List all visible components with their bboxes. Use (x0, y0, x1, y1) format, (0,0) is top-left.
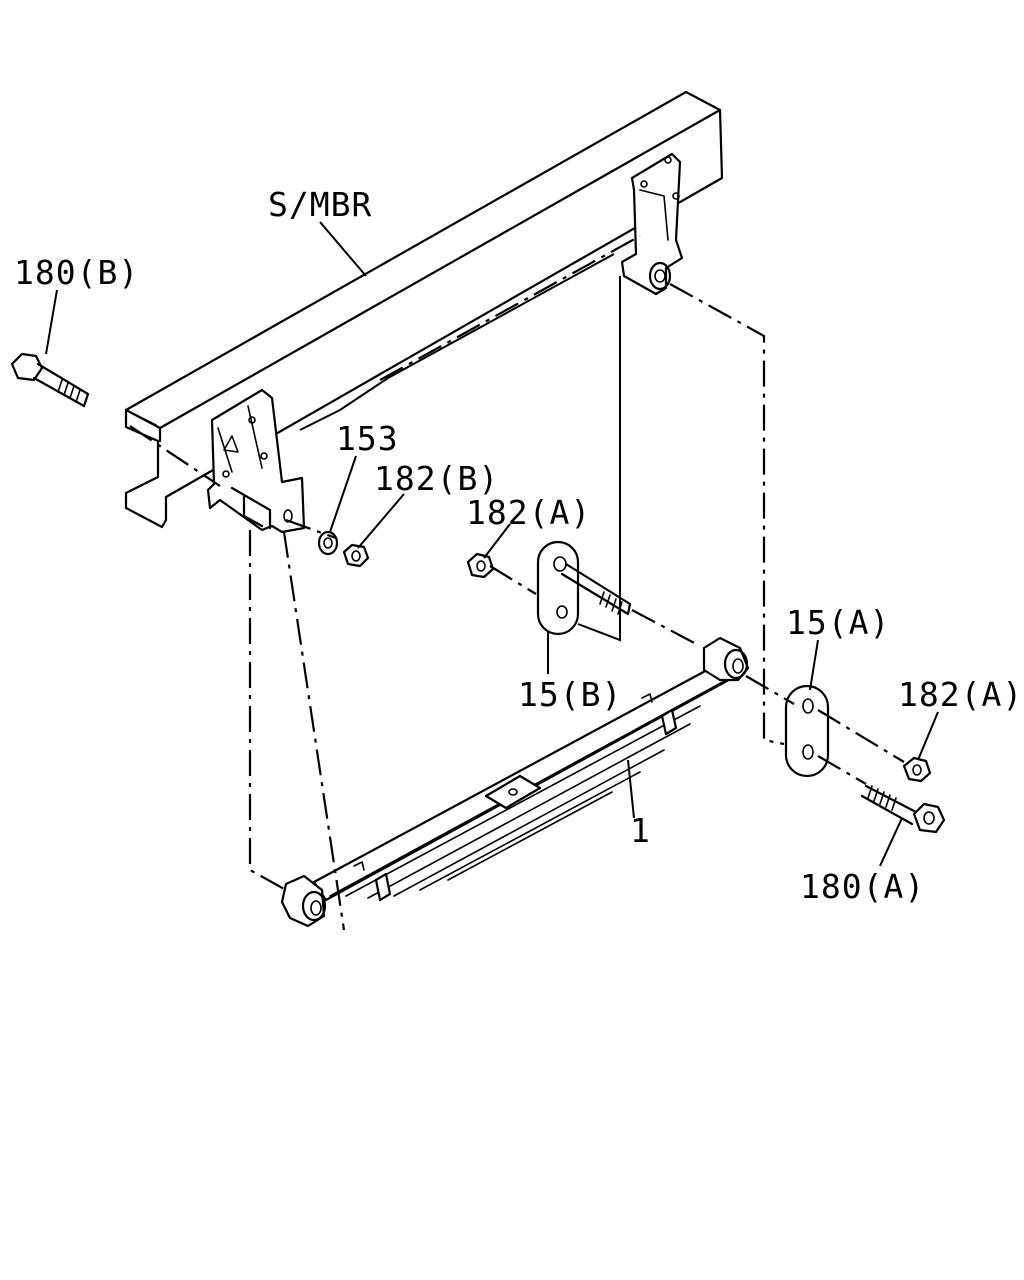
label-nut-182a-outer: 182(A) (898, 675, 1023, 714)
leaf-spring (280, 636, 750, 928)
label-bolt-180b: 180(B) (14, 253, 139, 292)
label-nut-182b: 182(B) (374, 459, 499, 498)
shackle-plate-15a (784, 684, 830, 778)
label-frame-member: S/MBR (268, 185, 372, 224)
assembly-lines (129, 235, 905, 931)
washer-153 (317, 530, 339, 556)
front-hanger-bracket (620, 152, 684, 296)
leader-lines (45, 221, 939, 867)
nut-182a-inner (466, 552, 495, 579)
label-washer-153: 153 (336, 419, 399, 458)
nut-182b (342, 543, 370, 568)
label-shackle-15a: 15(A) (786, 603, 890, 642)
rear-hanger-bracket (206, 388, 306, 534)
label-shackle-15b: 15(B) (518, 675, 622, 714)
shackle-plate-15b (536, 540, 632, 636)
nut-182a-outer (902, 756, 932, 783)
rear-bolt-180b (10, 352, 90, 408)
label-leaf-spring-1: 1 (630, 811, 651, 850)
label-nut-182a-inner: 182(A) (466, 493, 591, 532)
front-bolt-180a (860, 784, 946, 834)
label-bolt-180a: 180(A) (800, 867, 925, 906)
